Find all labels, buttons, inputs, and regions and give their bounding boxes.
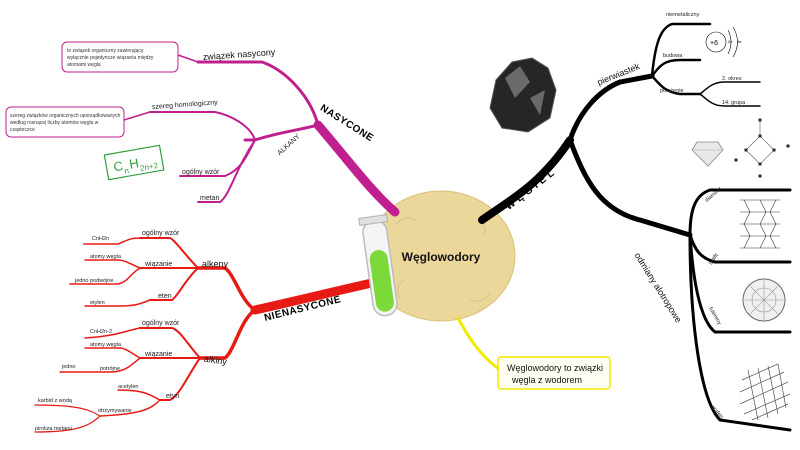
alkeny-eten: eten <box>158 293 172 300</box>
metan-label: metan <box>200 195 220 202</box>
yellow-note-line2: węgla z wodorem <box>511 375 582 385</box>
svg-text:H: H <box>128 155 140 171</box>
center-title: Węglowodory <box>402 250 481 264</box>
szereg-note-line2: według rosnącej liczby atomów węgla w <box>10 120 99 126</box>
alkeny-ogolny-wzor-label: ogólny wzór <box>142 230 180 237</box>
svg-text:C: C <box>112 158 124 174</box>
alkeny-wzor-value: CnH2n <box>92 236 109 242</box>
yellow-note-box <box>497 356 611 390</box>
atom-e1-label: 2e <box>728 39 733 44</box>
alkiny-karbid: karbid z wodą <box>38 398 73 404</box>
wegiel-branches <box>478 22 792 432</box>
zwiazek-note-box <box>61 41 179 73</box>
diamond-lattice-image <box>734 118 790 178</box>
atom-e2-label: 4e <box>737 39 742 44</box>
alkiny-wzor-value: CnH2n-2 <box>90 329 112 335</box>
szereg-note-line3: cząsteczce <box>10 127 35 133</box>
grafit-label: grafit <box>707 252 720 266</box>
alkiny-otrzymywanie: otrzymywanie <box>98 408 132 414</box>
alkiny-acetylen: acetylen <box>118 384 139 390</box>
yellow-note-line1: Węglowodory to związki <box>507 363 603 373</box>
grupa-label: 14. grupa <box>722 100 746 106</box>
graphite-lattice-image <box>740 199 780 249</box>
svg-text:n: n <box>124 166 130 176</box>
nienasycone-branches <box>34 237 377 433</box>
zwiazek-note-line2: wyłącznie pojedyncze wiązania między <box>67 55 154 61</box>
alkeny-label: alkeny <box>202 259 229 269</box>
okres-label: 2. okres <box>722 76 742 82</box>
formula-box <box>103 144 165 181</box>
svg-text:2n+2: 2n+2 <box>139 161 159 173</box>
alkany-label: ALKANY <box>276 133 301 157</box>
alkiny-etyn: etyn <box>166 393 179 400</box>
szereg-homologiczny-label: szereg homologiczny <box>152 99 219 111</box>
center-decoration <box>394 217 491 302</box>
budowa-label: budowa <box>663 53 683 59</box>
coal-highlight <box>505 66 545 115</box>
alkiny-ogolny-wzor-label: ogólny wzór <box>142 320 180 327</box>
alkiny-atomy-wegla: atomy węgla <box>90 342 122 348</box>
alkany-formula: C n H 2n+2 <box>112 155 159 176</box>
alkeny-wiazanie-label: wiązanie <box>144 261 172 268</box>
atom-core-label: +6 <box>710 40 718 47</box>
szereg-note-line1: szereg związków organicznych uporządkowa… <box>10 113 121 119</box>
szereg-note-box <box>5 106 125 138</box>
fullerene-image <box>742 278 786 322</box>
alkiny-piroliza: piroliza metanu <box>35 426 72 432</box>
alkeny-etylen: etylen <box>90 300 105 306</box>
test-tube-image <box>358 213 398 317</box>
zwiazek-note-line3: atomami węgla <box>67 62 101 68</box>
diamond-gem-image <box>691 141 724 167</box>
coal-image <box>489 57 557 133</box>
graphene-image <box>739 363 791 421</box>
zwiazek-note-line1: to związek organiczny zawierający <box>67 48 144 54</box>
yellow-branch <box>456 316 502 372</box>
alkiny-potrojne: potrójne <box>100 366 120 372</box>
alkeny-atomy-wegla: atomy węgla <box>90 254 122 260</box>
alkiny-jedno: jedno <box>61 364 75 370</box>
niemetaliczny-label: niemetaliczny <box>666 12 700 18</box>
alkiny-wiazanie-label: wiązanie <box>144 351 172 358</box>
polozenie-label: położenie <box>660 88 684 94</box>
odmiany-label: odmiany alotropowe <box>633 251 684 325</box>
zwiazek-nasycony-label: związek nasycony <box>203 47 277 62</box>
alkany-ogolny-wzor-label: ogólny wzór <box>182 169 220 176</box>
alkeny-jedno-podwojne: jedno podwójne <box>74 278 114 284</box>
nasycone-branches <box>123 54 400 217</box>
carbon-atom-diagram <box>705 26 738 58</box>
alkiny-label: alkiny <box>203 354 228 367</box>
wegiel-label: W Ę G I E L <box>504 168 557 213</box>
